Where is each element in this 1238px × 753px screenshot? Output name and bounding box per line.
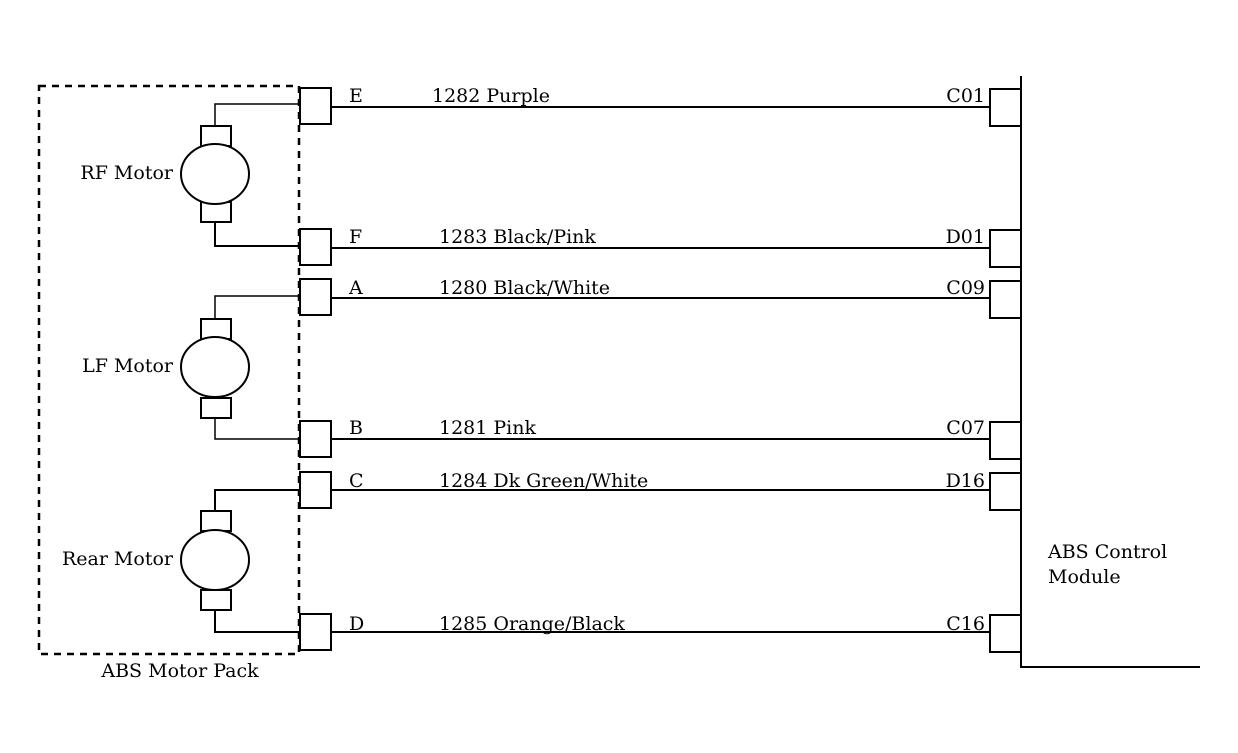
control-module-label-line2: Module xyxy=(1048,566,1121,588)
terminal-label: C07 xyxy=(946,417,985,439)
pin-label: E xyxy=(349,85,363,107)
rf-motor: RF Motor xyxy=(80,103,300,247)
module-terminal xyxy=(989,88,1022,127)
terminal-label: D01 xyxy=(946,226,985,248)
wire-row-b: B 1281 Pink C07 xyxy=(299,417,1022,460)
terminal-label: C01 xyxy=(946,85,985,107)
motor-icon xyxy=(180,529,250,591)
pin-label: F xyxy=(349,226,362,248)
rf-motor-label: RF Motor xyxy=(80,162,173,184)
motor-icon xyxy=(180,143,250,205)
module-terminal xyxy=(989,472,1022,511)
pin-label: C xyxy=(349,470,364,492)
rear-motor-label: Rear Motor xyxy=(62,548,174,570)
rear-motor: Rear Motor xyxy=(62,489,300,633)
terminal-label: C09 xyxy=(946,277,985,299)
terminal-label: D16 xyxy=(946,470,985,492)
circuit-label: 1283 Black/Pink xyxy=(439,226,596,248)
pin-label: A xyxy=(348,277,363,299)
motor-brush-top xyxy=(200,510,232,532)
pin-label: D xyxy=(349,613,364,635)
motor-pack: ABS Motor Pack xyxy=(37,84,301,682)
module-terminal xyxy=(989,229,1022,268)
module-terminal xyxy=(989,614,1022,653)
circuit-label: 1280 Black/White xyxy=(439,277,610,299)
module-terminal xyxy=(989,280,1022,319)
motor-brush-bottom xyxy=(200,589,232,611)
connector-pin xyxy=(299,613,332,651)
connector-pin xyxy=(299,471,332,509)
wire-row-a: A 1280 Black/White C09 xyxy=(299,277,1022,319)
motor-pack-label: ABS Motor Pack xyxy=(100,660,259,682)
control-module-label: ABS Control xyxy=(1047,541,1167,563)
motor-brush-bottom xyxy=(200,201,232,223)
circuit-label: 1284 Dk Green/White xyxy=(439,470,648,492)
wire-row-f: F 1283 Black/Pink D01 xyxy=(299,226,1022,268)
wire-row-e: E 1282 Purple C01 xyxy=(299,85,1022,127)
connector-pin xyxy=(299,278,332,316)
motor-icon xyxy=(180,336,250,398)
control-module: ABS Control Module xyxy=(1020,76,1200,668)
connector-pin xyxy=(299,228,332,266)
connector-pin xyxy=(299,420,332,458)
wire-row-c: C 1284 Dk Green/White D16 xyxy=(299,470,1022,511)
lf-motor: LF Motor xyxy=(82,295,300,440)
circuit-label: 1282 Purple xyxy=(432,85,550,107)
motor-brush-bottom xyxy=(200,397,232,419)
motor-brush-top xyxy=(200,318,232,340)
motor-pack-boundary xyxy=(37,84,301,656)
wire-row-d: D 1285 Orange/Black C16 xyxy=(299,613,1022,653)
module-terminal xyxy=(989,421,1022,460)
pin-label: B xyxy=(349,417,363,439)
lf-motor-label: LF Motor xyxy=(82,355,174,377)
circuit-label: 1281 Pink xyxy=(439,417,536,439)
connector-pin xyxy=(299,87,332,125)
circuit-label: 1285 Orange/Black xyxy=(439,613,625,635)
terminal-label: C16 xyxy=(946,613,985,635)
motor-brush-top xyxy=(200,125,232,147)
